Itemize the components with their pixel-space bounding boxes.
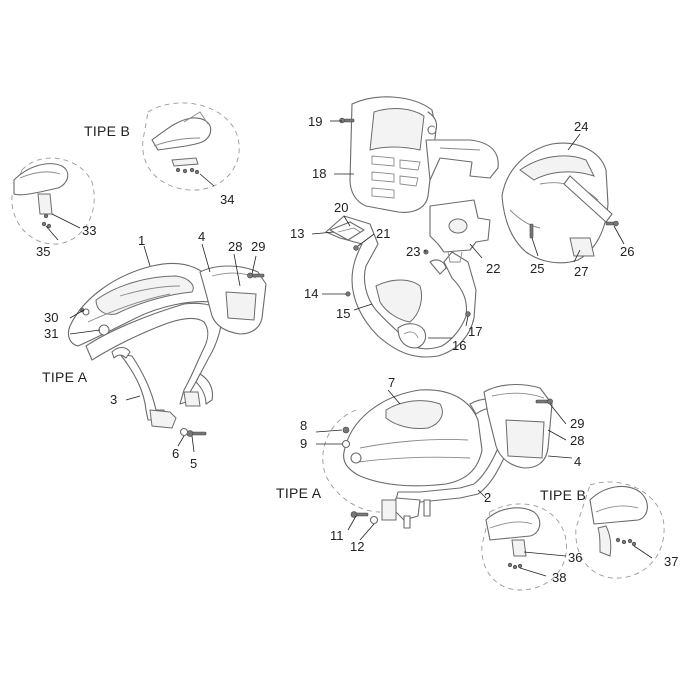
callout-5: 5 <box>190 456 197 471</box>
callout-23: 23 <box>406 244 420 259</box>
variant-label-tipe-b-top: TIPE B <box>84 123 130 139</box>
variant-label-tipe-a-bottom: TIPE A <box>276 485 322 501</box>
inner-frame-cover <box>325 215 477 358</box>
callout-28-lower: 28 <box>570 433 584 448</box>
callout-30: 30 <box>44 310 58 325</box>
callout-2: 2 <box>484 490 491 505</box>
callout-34: 34 <box>220 192 234 207</box>
callout-25: 25 <box>530 261 544 276</box>
callout-8: 8 <box>300 418 307 433</box>
rear-mudguard-24 <box>501 142 613 264</box>
callout-16: 16 <box>452 338 466 353</box>
callout-numbers: 1 4 28 29 30 31 3 6 5 34 33 35 19 18 20 … <box>36 114 678 585</box>
callout-6: 6 <box>172 446 179 461</box>
callout-31: 31 <box>44 326 58 341</box>
callout-38: 38 <box>552 570 566 585</box>
callout-20: 20 <box>334 200 348 215</box>
front-mudguard-shell <box>67 262 215 347</box>
front-reflector-plate <box>199 265 267 335</box>
callout-3: 3 <box>110 392 117 407</box>
leg-shield-upper <box>349 96 499 213</box>
detail-circle-tipe-b-top <box>142 102 240 191</box>
variant-label-tipe-b-bottom: TIPE B <box>540 487 586 503</box>
callout-21: 21 <box>376 226 390 241</box>
callout-4-upper: 4 <box>198 229 205 244</box>
callout-24: 24 <box>574 119 588 134</box>
callout-37: 37 <box>664 554 678 569</box>
hardware-upper <box>339 117 619 317</box>
callout-7: 7 <box>388 375 395 390</box>
bracket-22 <box>429 199 491 263</box>
callout-9: 9 <box>300 436 307 451</box>
callout-18: 18 <box>312 166 326 181</box>
leader-lines <box>45 120 653 577</box>
front-mudguard-frame <box>85 302 222 429</box>
callout-35: 35 <box>36 244 50 259</box>
callout-27: 27 <box>574 264 588 279</box>
callout-12: 12 <box>350 539 364 554</box>
hardware-left <box>79 272 265 437</box>
front-mudguard-shell-lower <box>343 389 483 487</box>
callout-36: 36 <box>568 550 582 565</box>
callout-14: 14 <box>304 286 318 301</box>
callout-26: 26 <box>620 244 634 259</box>
variant-label-tipe-a-left: TIPE A <box>42 369 88 385</box>
callout-22: 22 <box>486 261 500 276</box>
callout-29-lower: 29 <box>570 416 584 431</box>
detail-circle-tipe-b-bottom <box>575 481 665 579</box>
callout-13: 13 <box>290 226 304 241</box>
detail-circle-left <box>11 157 95 245</box>
callout-15: 15 <box>336 306 350 321</box>
detail-circle-bottom-mid <box>481 503 567 591</box>
callout-1: 1 <box>138 233 145 248</box>
front-mudguard-frame-lower <box>381 398 514 529</box>
callout-29-upper: 29 <box>251 239 265 254</box>
front-reflector-plate-lower <box>483 383 553 469</box>
callout-4-lower: 4 <box>574 454 581 469</box>
detail-circle-tipe-a-bottom <box>322 409 381 513</box>
callout-11: 11 <box>330 528 344 543</box>
callout-28-upper: 28 <box>228 239 242 254</box>
callout-33: 33 <box>82 223 96 238</box>
callout-19: 19 <box>308 114 322 129</box>
callout-17: 17 <box>468 324 482 339</box>
